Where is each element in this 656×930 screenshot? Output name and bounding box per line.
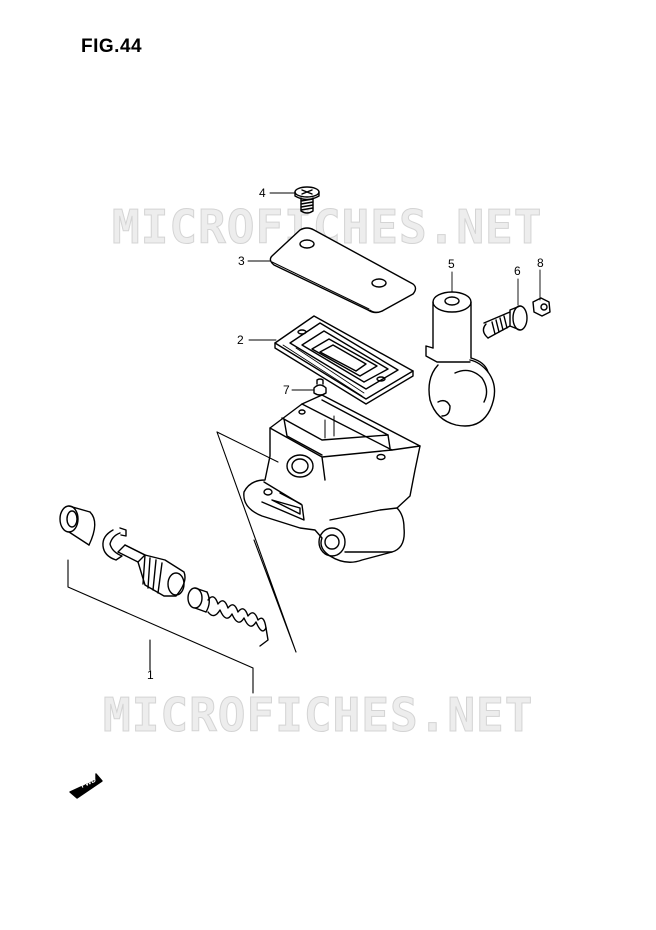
- piston-cup: [59, 505, 96, 546]
- clamp-part-5: [425, 291, 496, 427]
- forward-arrow-icon: FWD: [69, 773, 103, 799]
- leader-lines: [247, 192, 541, 391]
- cylinder-body: [243, 394, 421, 563]
- nut-part-8: [532, 297, 551, 317]
- cup-seal: [187, 587, 210, 613]
- screw-part-4: [294, 186, 320, 214]
- callout-5: 5: [448, 257, 455, 271]
- cover-part-3: [269, 227, 417, 314]
- callout-7: 7: [283, 383, 290, 397]
- callout-6: 6: [514, 264, 521, 278]
- callout-8: 8: [537, 256, 544, 270]
- callout-1: 1: [147, 668, 154, 682]
- piston: [117, 544, 186, 597]
- figure-title: FIG.44: [81, 36, 143, 57]
- callout-3: 3: [238, 254, 245, 268]
- diaphragm-part-2: [274, 315, 414, 405]
- circlip: [102, 527, 127, 561]
- bolt-part-6: [482, 305, 528, 339]
- piston-kit-bracket: [67, 431, 297, 694]
- callout-4: 4: [259, 186, 266, 200]
- spring: [207, 596, 269, 647]
- screw-part-7: [313, 378, 327, 396]
- watermark-bottom: MICROFICHES.NET: [102, 688, 534, 743]
- callout-2: 2: [237, 333, 244, 347]
